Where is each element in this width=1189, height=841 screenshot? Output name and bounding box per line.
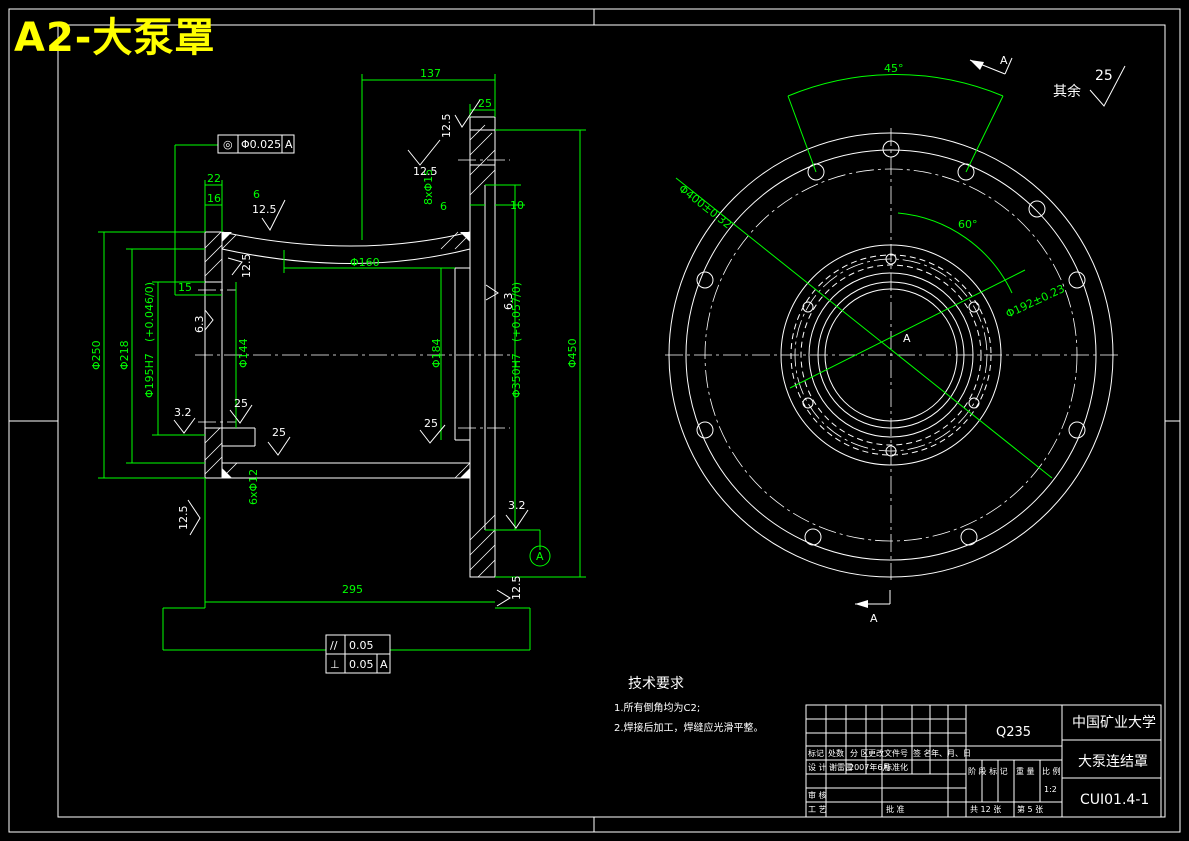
section-arrow-bottom: A [855,590,891,625]
end-view-dimensions [675,74,1053,479]
dim-dia-195h7: Φ195H7 [143,353,156,398]
dim-dia-144: Φ144 [237,338,250,368]
roughness-12-5-top: 12.5 [440,114,453,139]
angle-60: 60° [958,218,978,231]
tech-requirements: 技术要求 1.所有倒角均为C2; 2.焊接后加工，焊缝应光滑平整。 [614,676,764,734]
dim-295: 295 [342,583,363,596]
section-mark-top: A [1000,54,1008,67]
dim-dia-350h7-tol: (+0.057/0) [510,282,523,342]
weld-mark [222,232,232,242]
dimension-texts: 137 25 10 22 16 15 Φ160 295 Φ250 Φ218 Φ1… [90,67,579,596]
dim-22: 22 [207,172,221,185]
roughness-25-left: 25 [234,397,248,410]
others-label: 其余 [1053,83,1081,100]
tech-heading: 技术要求 [628,676,684,692]
fillet-6-right: 6 [440,200,447,213]
tb-school: 中国矿业大学 [1072,715,1156,731]
weld-mark [460,232,470,242]
tb-scale: 1:2 [1044,785,1057,794]
section-mark-bottom: A [870,612,878,625]
tb-sheets-total: 共 12 张 [970,805,1001,814]
roughness-6-3-left: 6.3 [193,316,206,334]
roughness-12-5-flange: 12.5 [413,165,438,178]
tb-sheet-no: 第 5 张 [1017,804,1043,814]
tb-header-row: 标记 处数 分 区 更改文件号 签 名 年、月、日 [808,748,971,758]
roughness-symbols: 12.5 12.5 12.5 12.5 6.3 6.3 3.2 25 25 25… [173,99,529,607]
gdt-concentricity-value: Φ0.025 [241,138,281,151]
section-arrow-top: A [969,54,1013,75]
tb-scale-label: 比 例 [1042,766,1061,776]
others-roughness: 其余 25 [1053,65,1126,107]
holes-8x15: 8xΦ15 [422,169,435,205]
title-block: 标记 处数 分 区 更改文件号 签 名 年、月、日 设 计 谢雷雷 2007年6… [805,704,1162,818]
section-view: 137 25 10 22 16 15 Φ160 295 Φ250 Φ218 Φ1… [90,67,586,674]
roughness-3-2-right: 3.2 [508,499,526,512]
fillet-6-left: 6 [253,188,260,201]
weld-mark [460,468,470,478]
tb-part-name: 大泵连结罩 [1078,754,1148,770]
roughness-25-right: 25 [424,417,438,430]
dim-dia-450: Φ450 [566,338,579,368]
tb-stage-label: 阶 段 标 记 [968,766,1008,776]
roughness-12-5-bottom: 12.5 [177,506,190,531]
tech-item-1: 1.所有倒角均为C2; [614,701,700,714]
gdt-concentricity-datum: A [285,138,293,151]
gdt-frame-bottom: // 0.05 ⊥ 0.05 A [325,634,391,674]
dim-dia-250: Φ250 [90,340,103,370]
datum-a: A [536,550,544,563]
gdt-perpendicular-value: 0.05 [349,658,374,671]
datum-a-circle [529,545,551,567]
gdt-concentricity-symbol: ◎ [223,138,233,151]
gdt-concentricity: ◎ Φ0.025 A [217,134,295,154]
gdt-parallel-symbol: // [330,639,338,652]
tb-review-label: 审 核 [808,790,827,800]
tb-drawing-no: CUI01.4-1 [1080,792,1149,808]
others-value: 25 [1095,68,1113,84]
title-block-grid [806,705,1161,817]
dimension-lines [98,74,586,651]
end-view: 45° 60° Φ400±0.32 Φ192±0.23 A A A [665,54,1118,625]
tb-process-label: 工 艺 [808,805,827,814]
tech-item-2: 2.焊接后加工，焊缝应光滑平整。 [614,721,764,734]
sheet-title: A2-大泵罩 [14,15,216,61]
roughness-12-5-left: 12.5 [252,203,277,216]
bolt-holes-outer [696,140,1086,546]
holes-6x12: 6xΦ12 [247,469,260,505]
tb-design-label: 设 计 [808,762,827,772]
sheet-frame [8,8,1181,833]
dim-bore-160: Φ160 [350,256,380,269]
center-label-a: A [903,332,911,345]
dim-dia-195h7-tol: (+0.046/0) [143,282,156,342]
dim-dia-184: Φ184 [430,338,443,368]
roughness-12-5-hub: 12.5 [240,254,253,279]
dim-dia-350h7: Φ350H7 [510,353,523,398]
roughness-6-3-right: 6.3 [502,293,515,311]
dim-15: 15 [178,281,192,294]
gdt-parallel-value: 0.05 [349,639,374,652]
dim-25: 25 [478,97,492,110]
gdt-perpendicular-symbol: ⊥ [330,658,340,671]
roughness-25-bottom: 25 [272,426,286,439]
roughness-12-5-flange-bottom: 12.5 [510,576,523,601]
dim-137: 137 [420,67,441,80]
dim-16: 16 [207,192,221,205]
tb-material: Q235 [996,725,1031,740]
tb-weight-label: 重 量 [1016,766,1035,776]
tb-designer: 谢雷雷 [829,762,853,772]
tb-approve-label: 批 准 [886,804,905,814]
dim-dia-218: Φ218 [118,340,131,370]
tb-date: 2007年6月 [849,762,890,772]
pcd-192: Φ192±0.23 [1004,282,1067,321]
dim-10: 10 [510,199,524,212]
roughness-3-2-left: 3.2 [174,406,192,419]
angle-45: 45° [884,62,904,75]
tb-standard-label: 标准化 [884,762,908,772]
weld-mark [222,468,232,478]
gdt-perpendicular-datum: A [380,658,388,671]
section-hatching [204,124,496,578]
